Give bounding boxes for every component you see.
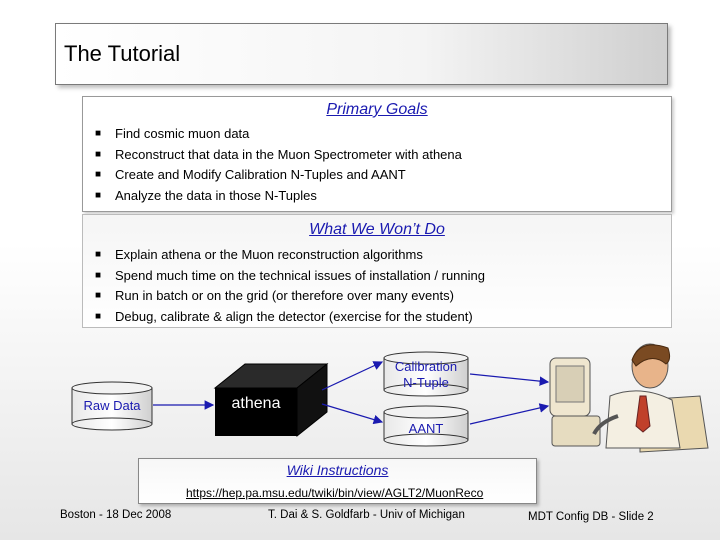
list-item: ■Debug, calibrate & align the detector (… bbox=[95, 308, 473, 324]
list-item: ■Reconstruct that data in the Muon Spect… bbox=[95, 146, 462, 162]
list-item: ■Analyze the data in those N-Tuples bbox=[95, 187, 317, 203]
list-item: ■Explain athena or the Muon reconstructi… bbox=[95, 247, 423, 262]
arrow-aant-to-user bbox=[469, 403, 550, 425]
primary-goals-list: ■Find cosmic muon data ■Reconstruct that… bbox=[95, 124, 462, 206]
arrow-calibration-to-user bbox=[469, 373, 550, 386]
wiki-url-link[interactable]: https://hep.pa.msu.edu/twiki/bin/view/AG… bbox=[186, 486, 484, 500]
athena-box bbox=[213, 362, 329, 438]
aant-label: AANT bbox=[408, 421, 444, 436]
arrow-athena-to-calibration bbox=[321, 361, 384, 391]
raw-data-cylinder bbox=[71, 381, 153, 431]
wont-do-box: What We Won’t Do ■Explain athena or the … bbox=[82, 214, 672, 328]
wiki-instructions-box: Wiki Instructions bbox=[138, 458, 537, 504]
person-at-computer-icon bbox=[549, 343, 709, 453]
wont-do-heading: What We Won’t Do bbox=[309, 221, 445, 238]
list-item: ■Spend much time on the technical issues… bbox=[95, 267, 485, 283]
athena-label: athena bbox=[231, 395, 281, 412]
list-item: ■Find cosmic muon data bbox=[95, 126, 250, 141]
primary-goals-heading: Primary Goals bbox=[326, 101, 428, 118]
list-item: ■Run in batch or on the grid (or therefo… bbox=[95, 288, 454, 303]
list-item: ■Create and Modify Calibration N-Tuples … bbox=[95, 167, 406, 182]
primary-goals-box: Primary Goals ■Find cosmic muon data ■Re… bbox=[82, 96, 672, 212]
footer-slide-number: MDT Config DB - Slide 2 bbox=[528, 511, 654, 523]
raw-data-label: Raw Data bbox=[83, 398, 141, 413]
footer-left: Boston - 18 Dec 2008 bbox=[60, 509, 172, 521]
calibration-ntuple-label: Calibration N-Tuple bbox=[394, 359, 458, 390]
wiki-heading: Wiki Instructions bbox=[286, 462, 389, 478]
arrow-athena-to-aant bbox=[321, 403, 384, 425]
workflow-diagram bbox=[71, 343, 709, 453]
slide-title: The Tutorial bbox=[64, 41, 181, 66]
title-bar: The Tutorial bbox=[55, 23, 668, 85]
footer-center: T. Dai & S. Goldfarb - Univ of Michigan bbox=[268, 509, 465, 521]
wont-do-list: ■Explain athena or the Muon reconstructi… bbox=[95, 245, 485, 327]
aant-cylinder bbox=[383, 405, 469, 447]
calibration-ntuple-cylinder bbox=[383, 351, 469, 397]
